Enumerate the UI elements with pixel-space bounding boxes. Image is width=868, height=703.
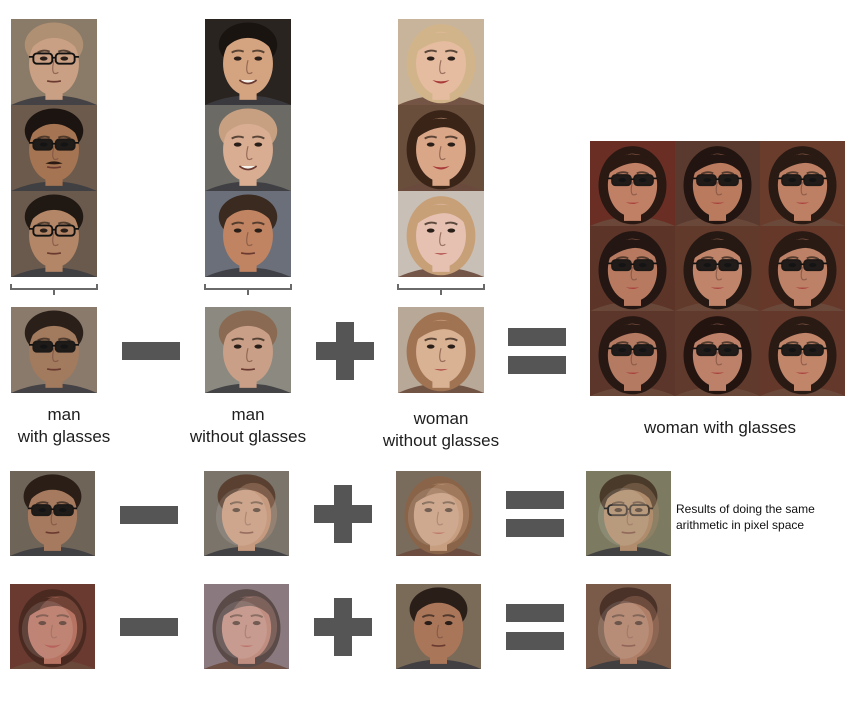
face-portrait-icon bbox=[204, 471, 289, 556]
face-portrait-icon bbox=[205, 191, 291, 277]
note-line: Results of doing the same bbox=[676, 502, 815, 516]
face-portrait-icon bbox=[396, 471, 481, 556]
pixel-face-input-2 bbox=[204, 584, 289, 669]
face-portrait-icon bbox=[590, 311, 675, 396]
minus-sign bbox=[122, 342, 180, 360]
face-man-with-glasses-1 bbox=[11, 19, 97, 105]
face-portrait-icon bbox=[396, 584, 481, 669]
face-portrait-icon bbox=[760, 226, 845, 311]
label-man-without-glasses: man without glasses bbox=[178, 404, 318, 448]
label-line: man bbox=[47, 405, 81, 424]
face-portrait-icon bbox=[675, 311, 760, 396]
face-portrait-icon bbox=[205, 307, 291, 393]
label-woman-with-glasses: woman with glasses bbox=[643, 418, 797, 437]
face-woman-without-glasses-average bbox=[398, 307, 484, 393]
label-woman-without-glasses: woman without glasses bbox=[366, 408, 516, 452]
face-woman-with-glasses-result bbox=[675, 226, 760, 311]
face-woman-with-glasses-result bbox=[590, 141, 675, 226]
face-portrait-icon bbox=[760, 141, 845, 226]
bracket-col1 bbox=[10, 284, 98, 295]
pixel-face-man-with-glasses bbox=[10, 471, 95, 556]
face-portrait-icon bbox=[675, 226, 760, 311]
face-portrait-icon bbox=[11, 191, 97, 277]
face-portrait-icon bbox=[10, 471, 95, 556]
face-man-without-glasses-1 bbox=[205, 19, 291, 105]
face-portrait-icon bbox=[398, 19, 484, 105]
face-portrait-icon bbox=[398, 307, 484, 393]
pixel-space-note: Results of doing the same arithmetic in … bbox=[676, 501, 815, 533]
face-man-without-glasses-3 bbox=[205, 191, 291, 277]
face-portrait-icon bbox=[675, 141, 760, 226]
face-woman-with-glasses-result bbox=[590, 311, 675, 396]
equals-sign bbox=[508, 328, 566, 374]
face-woman-without-glasses-3 bbox=[398, 191, 484, 277]
face-woman-with-glasses-result bbox=[760, 141, 845, 226]
label-line: without glasses bbox=[382, 431, 500, 450]
face-portrait-icon bbox=[10, 584, 95, 669]
label-line: woman bbox=[413, 409, 469, 428]
face-man-with-glasses-average bbox=[11, 307, 97, 393]
label-line: with glasses bbox=[17, 427, 111, 446]
face-man-with-glasses-3 bbox=[11, 191, 97, 277]
face-woman-without-glasses-1 bbox=[398, 19, 484, 105]
face-portrait-icon bbox=[760, 311, 845, 396]
pixel-face-result bbox=[586, 471, 671, 556]
face-portrait-icon bbox=[590, 141, 675, 226]
face-portrait-icon bbox=[590, 226, 675, 311]
face-woman-with-glasses-result bbox=[760, 311, 845, 396]
note-line: arithmetic in pixel space bbox=[676, 518, 805, 532]
face-portrait-icon bbox=[398, 105, 484, 191]
bracket-col2 bbox=[204, 284, 292, 295]
pixel-face-input-1 bbox=[10, 584, 95, 669]
pixel-face-input-3 bbox=[396, 584, 481, 669]
face-woman-with-glasses-result bbox=[675, 141, 760, 226]
face-portrait-icon bbox=[11, 19, 97, 105]
face-portrait-icon bbox=[205, 19, 291, 105]
bracket-col3 bbox=[397, 284, 485, 295]
pixel-face-woman-without-glasses bbox=[396, 471, 481, 556]
equals-sign bbox=[506, 604, 564, 650]
label-line: without glasses bbox=[189, 427, 307, 446]
face-portrait-icon bbox=[398, 191, 484, 277]
plus-sign bbox=[314, 485, 372, 543]
plus-sign bbox=[316, 322, 374, 380]
face-man-without-glasses-2 bbox=[205, 105, 291, 191]
face-portrait-icon bbox=[204, 584, 289, 669]
face-portrait-icon bbox=[11, 307, 97, 393]
pixel-face-result bbox=[586, 584, 671, 669]
equals-sign bbox=[506, 491, 564, 537]
minus-sign bbox=[120, 506, 178, 524]
face-woman-without-glasses-2 bbox=[398, 105, 484, 191]
plus-sign bbox=[314, 598, 372, 656]
face-portrait-icon bbox=[205, 105, 291, 191]
label-line: man bbox=[231, 405, 265, 424]
pixel-face-man-without-glasses bbox=[204, 471, 289, 556]
face-woman-with-glasses-result bbox=[760, 226, 845, 311]
face-portrait-icon bbox=[586, 584, 671, 669]
face-woman-with-glasses-result bbox=[675, 311, 760, 396]
minus-sign bbox=[120, 618, 178, 636]
face-portrait-icon bbox=[586, 471, 671, 556]
face-man-with-glasses-2 bbox=[11, 105, 97, 191]
face-woman-with-glasses-result bbox=[590, 226, 675, 311]
face-portrait-icon bbox=[11, 105, 97, 191]
face-man-without-glasses-average bbox=[205, 307, 291, 393]
label-man-with-glasses: man with glasses bbox=[4, 404, 124, 448]
